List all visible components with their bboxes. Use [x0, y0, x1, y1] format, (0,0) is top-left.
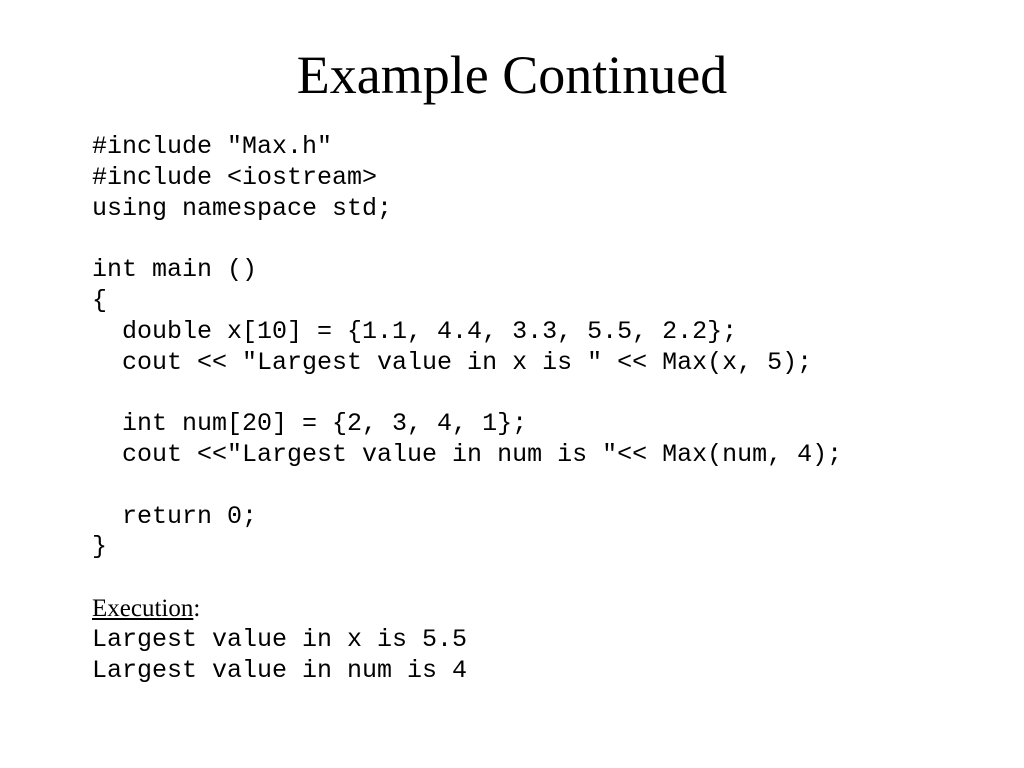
code-line — [92, 378, 842, 409]
output-line: Largest value in num is 4 — [92, 655, 468, 685]
code-line: #include <iostream> — [92, 162, 378, 192]
code-line — [92, 471, 842, 502]
code-line: return 0; — [92, 501, 258, 531]
execution-colon: : — [193, 595, 201, 622]
execution-heading: Execution: — [92, 594, 200, 625]
code-line: { — [92, 285, 108, 315]
code-block: #include "Max.h"#include <iostream>using… — [92, 132, 842, 563]
code-line: int main () — [92, 255, 258, 285]
execution-label: Execution — [92, 595, 194, 622]
code-line: cout << "Largest value in x is " << Max(… — [92, 347, 813, 377]
code-line: double x[10] = {1.1, 4.4, 3.3, 5.5, 2.2}… — [92, 316, 738, 346]
output-line: Largest value in x is 5.5 — [92, 625, 468, 654]
code-line: using namespace std; — [92, 193, 393, 223]
code-line: int num[20] = {2, 3, 4, 1}; — [92, 409, 528, 439]
slide-title: Example Continued — [296, 45, 728, 105]
code-line — [92, 224, 842, 255]
code-line: cout <<"Largest value in num is "<< Max(… — [92, 439, 843, 469]
code-line: #include "Max.h" — [92, 132, 333, 161]
code-line: } — [92, 532, 108, 562]
